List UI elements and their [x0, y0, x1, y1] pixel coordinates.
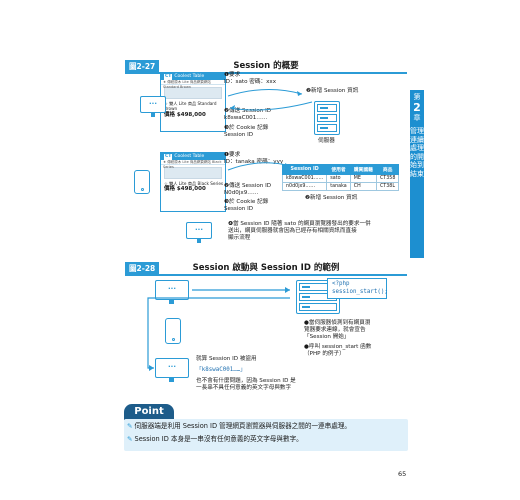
browser-nav: ★ 傳統原木 Lite 商品網頁網站 Standard Brown: [161, 80, 225, 89]
pencil-icon: ✎: [127, 422, 133, 430]
monitor-stand: [197, 239, 201, 243]
cell: ME: [349, 174, 377, 183]
session-table-header: Session ID 使用者 購買國籍 商品: [281, 164, 400, 175]
point-badge: Point: [124, 404, 174, 420]
product-image: [164, 167, 222, 179]
note-session-start: ●當伺服器偵測到有網頁瀏 覽器要求連線，就會宣告 「Session 開始」: [304, 320, 371, 340]
monitor-icon: ···: [155, 358, 189, 378]
note-session-start-call: ●呼叫 session_start 函數 （PHP 的例子）: [304, 344, 372, 357]
point-text: 伺服器端是利用 Session ID 管理網頁瀏覽器與伺服器之間的一連串處理。: [134, 422, 352, 430]
chapter-suffix: 章: [413, 114, 421, 122]
note-id-meaningless: 也不會有什麼問題，因為 Session ID 是 一長串不具任何意義的英文字母與…: [196, 378, 296, 391]
figure-title: Session 啟動與 Session ID 的範例: [192, 263, 340, 273]
col-country: 購買國籍: [349, 164, 377, 175]
cell: sato: [326, 174, 351, 183]
browser-title: Coolest Table: [174, 154, 205, 159]
note-step4: ❹當 Session ID 隨著 sato 的網頁瀏覽器發出的要求一併 送出，網…: [228, 221, 371, 241]
product-line: ☆ 雙人 Lite 商品 Standard Brown: [164, 101, 217, 112]
cell: CT358: [375, 174, 400, 183]
figure-header-rule: [125, 274, 407, 276]
site-logo-icon: CT: [164, 74, 173, 80]
monitor-stand: [169, 378, 174, 382]
site-logo-icon: CT: [164, 154, 173, 160]
cell: CH: [349, 182, 377, 191]
browser-title: Coolest Table: [174, 74, 205, 79]
cell: tanaka: [326, 182, 351, 191]
figure-2-28-header: 圖2-28 Session 啟動與 Session ID 的範例: [125, 262, 407, 276]
monitor-icon: ···: [140, 96, 166, 113]
new-session-info-bottom: ❷新增 Session 資訊: [305, 195, 358, 201]
figure-tag: 圖2-28: [125, 262, 160, 275]
new-session-info-top: ❷新增 Session 資訊: [306, 88, 359, 94]
chapter-title: 管理連續處理的開始到結束: [410, 127, 424, 178]
point-item-1: ✎伺服器端是利用 Session ID 管理網頁瀏覽器與伺服器之間的一連串處理。: [127, 422, 351, 431]
session-flow-arrows: [147, 287, 290, 371]
col-user: 使用者: [326, 164, 351, 175]
product-line: ☆ 雙人 Lite 商品 Black Series: [164, 181, 224, 186]
figure-2-27-header: 圖2-27 Session 的概要: [125, 60, 407, 74]
chapter-number: 2: [413, 101, 421, 114]
monitor-icon: ···: [155, 280, 189, 300]
monitor-stand: [169, 300, 174, 304]
product-price: 價格 $498,000: [164, 186, 206, 193]
tablet-icon: [134, 170, 150, 194]
figure-header-rule: [125, 72, 407, 74]
figure-tag: 圖2-27: [125, 60, 160, 73]
cell: k8swaC001……: [281, 174, 328, 183]
page-number: 65: [398, 470, 407, 478]
session-table: Session ID 使用者 購買國籍 商品 k8swaC001…… sato …: [281, 164, 400, 191]
browser-nav: ★ 傳統原木 Lite 商品網頁網站 Black Series: [161, 160, 225, 169]
col-product: 商品: [375, 164, 400, 175]
table-row: k8swaC001…… sato ME CT358: [281, 174, 400, 183]
figure-title: Session 的概要: [233, 61, 299, 71]
note-id-stolen: 就算 Session ID 被盜用: [196, 356, 257, 362]
monitor-icon: ···: [186, 222, 212, 239]
response-arrow-top: [229, 101, 313, 111]
cell: CT38L: [375, 182, 400, 191]
chapter-prefix: 第: [413, 93, 421, 101]
col-session-id: Session ID: [281, 164, 328, 175]
request-arrow-top: [227, 88, 303, 97]
cell: n0d0jx9……: [281, 182, 328, 191]
server-icon: [314, 101, 340, 135]
phone-icon: [165, 318, 181, 344]
session-id-example: 「k8swaC001……」: [196, 367, 246, 373]
point-box: [124, 419, 408, 451]
php-code-snippet: <?php session_start();: [327, 278, 388, 299]
chapter-side-tab: 第 2 章 管理連續處理的開始到結束: [410, 90, 424, 258]
product-price: 價格 $498,000: [164, 111, 206, 118]
point-item-2: ✎Session ID 本身是一串沒有任何意義的英文字母與數字。: [127, 435, 303, 444]
server-label: 伺服器: [318, 138, 335, 144]
product-image: [164, 87, 222, 99]
monitor-stand: [151, 113, 155, 117]
pencil-icon: ✎: [127, 435, 133, 443]
point-text: Session ID 本身是一串沒有任何意義的英文字母與數字。: [134, 435, 303, 443]
table-row: n0d0jx9…… tanaka CH CT38L: [281, 182, 400, 191]
